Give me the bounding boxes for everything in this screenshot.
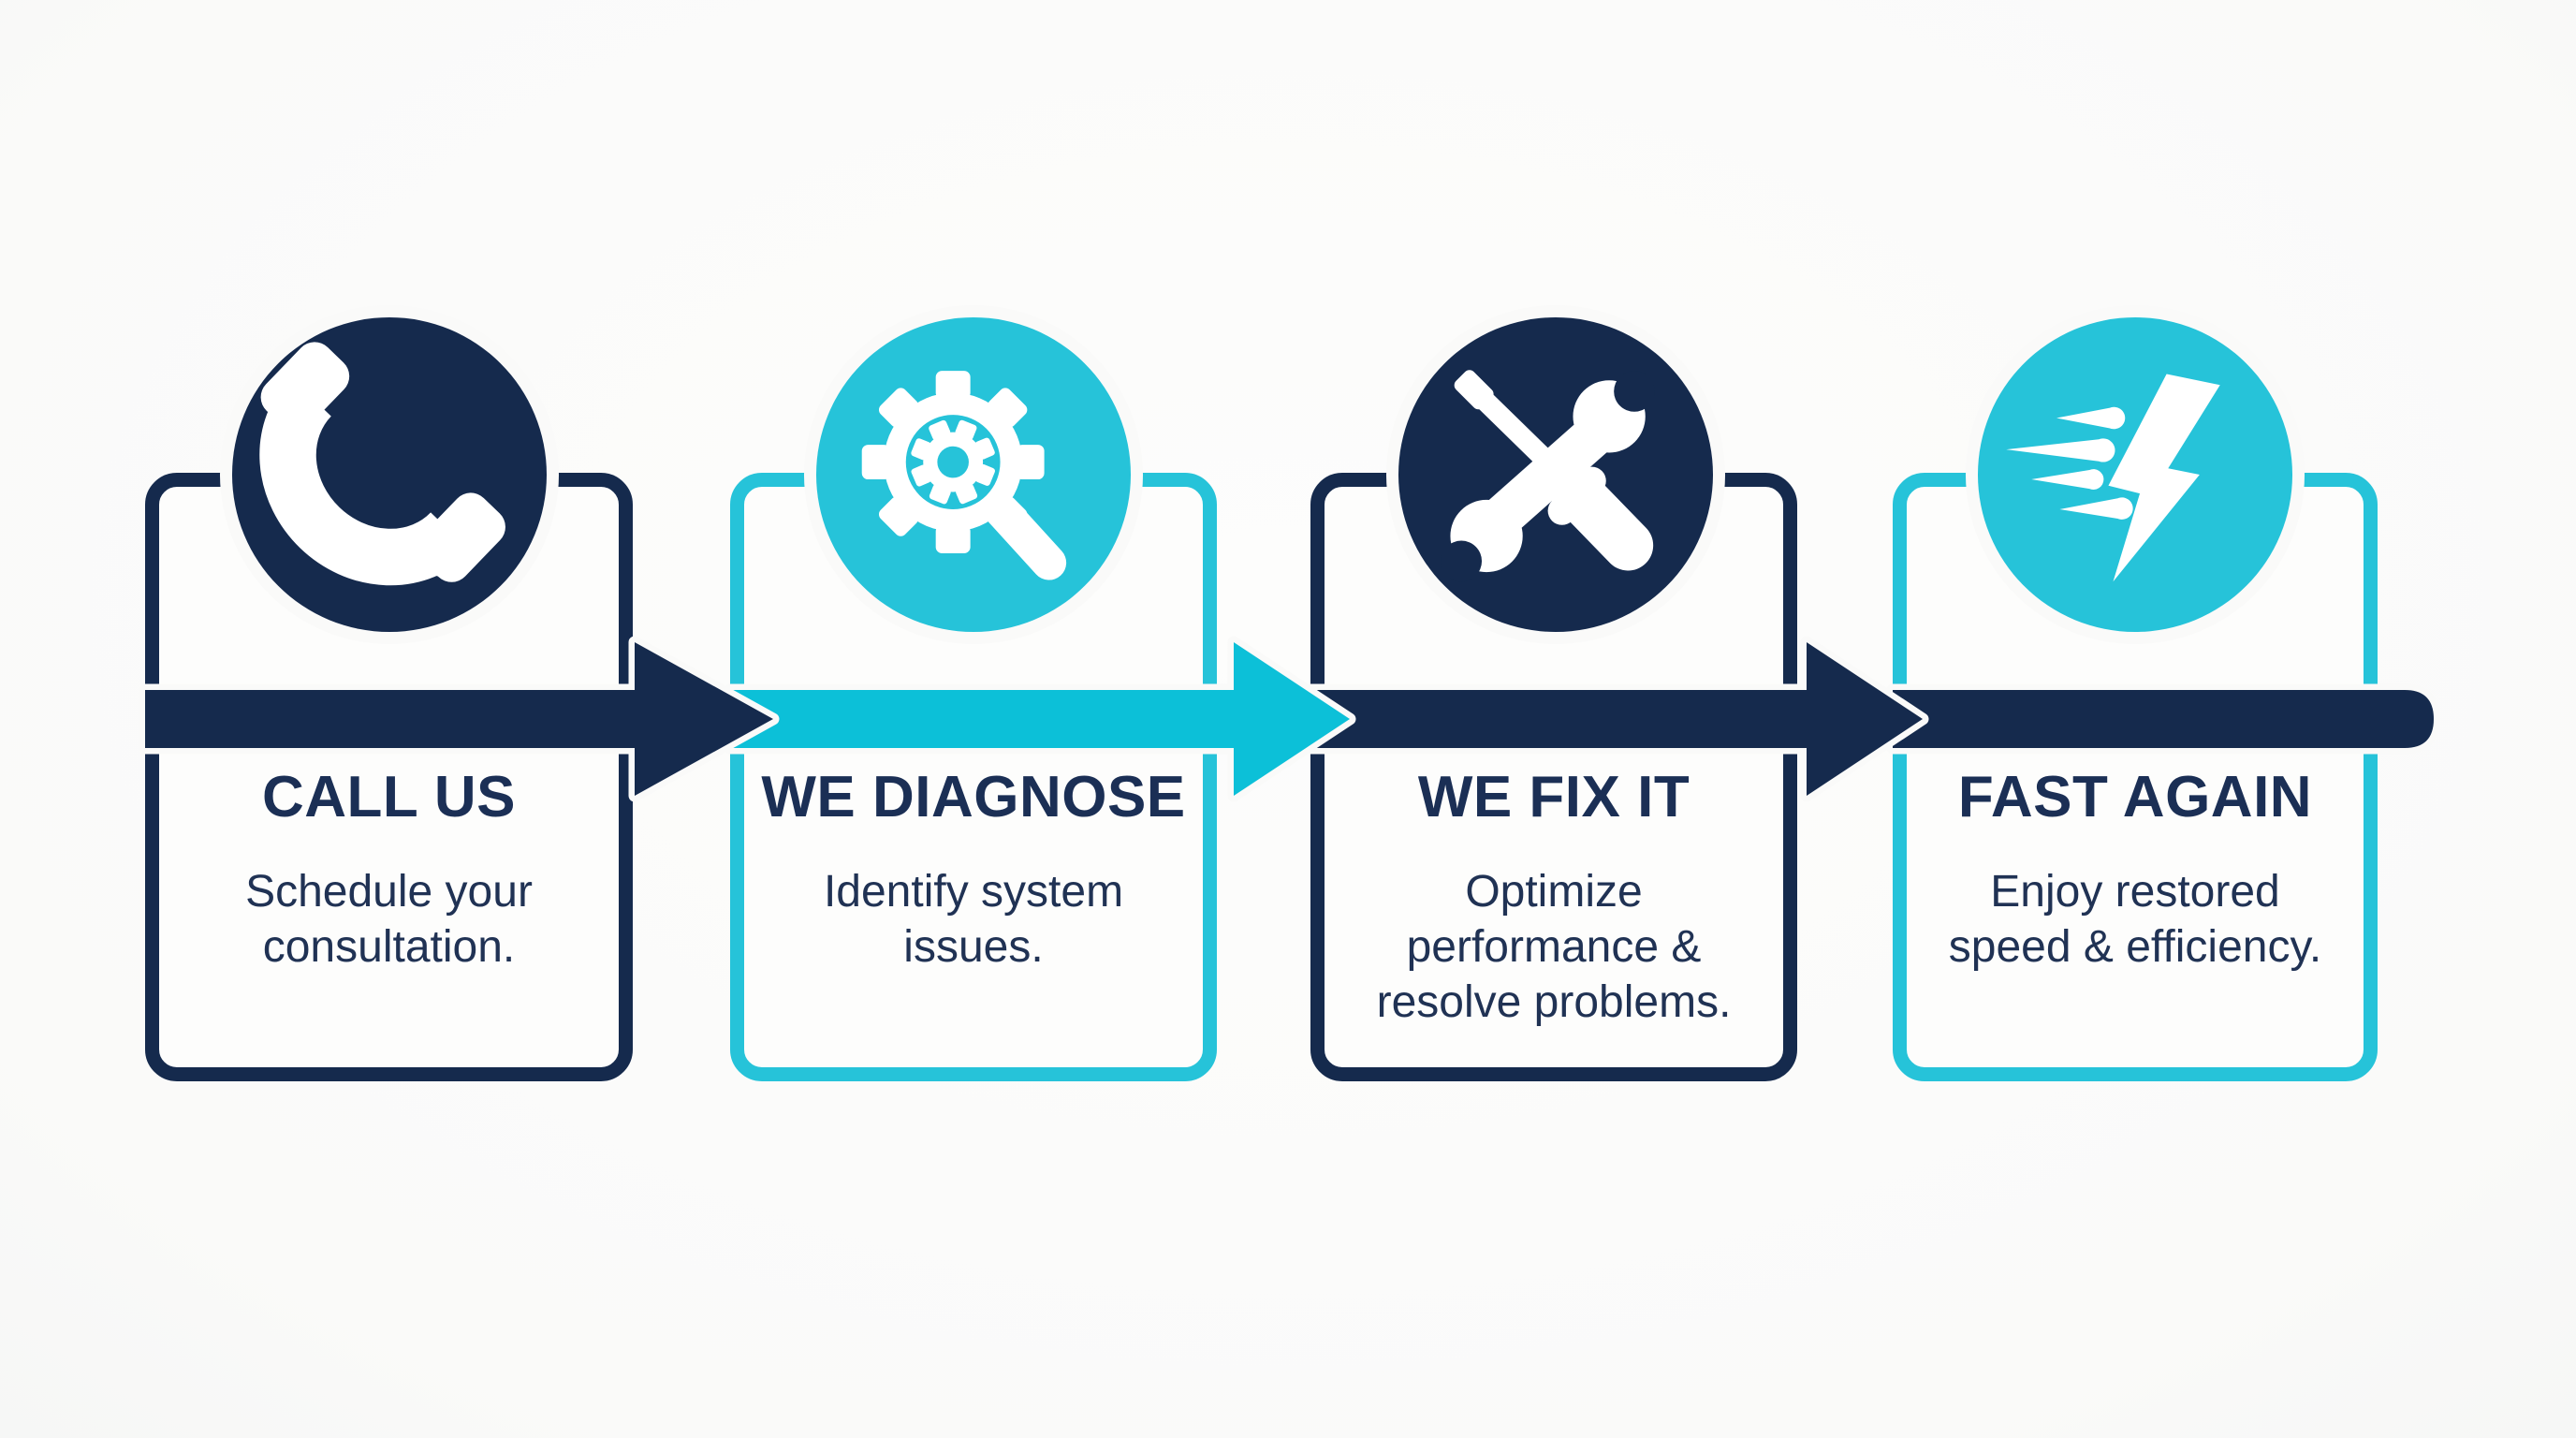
step-description: Enjoy restored speed & efficiency. [1948,867,2322,972]
step-text: FAST AGAIN Enjoy restored speed & effici… [1907,763,2364,975]
step-circle-call-us [232,317,547,632]
step-description: Schedule your consultation. [245,867,533,972]
step-text: CALL US Schedule your consultation. [159,763,619,975]
lightning-icon [2006,374,2220,582]
step-description: Identify system issues. [823,867,1124,972]
step-circle-fast-again [1978,317,2292,632]
step-circle-we-diagnose [816,317,1131,632]
gear-magnifier-icon [861,371,1067,580]
step-description: Optimize performance & resolve problems. [1376,867,1732,1027]
tools-icon [1441,370,1655,582]
step-title: WE FIX IT [1417,765,1690,829]
step-title: WE DIAGNOSE [761,765,1186,829]
step-text: WE DIAGNOSE Identify system issues. [744,763,1203,975]
step-text: WE FIX IT Optimize performance & resolve… [1325,763,1783,1030]
phone-icon [259,342,505,586]
step-title: FAST AGAIN [1957,765,2313,829]
step-title: CALL US [261,765,517,829]
step-circle-we-fix-it [1398,317,1713,632]
